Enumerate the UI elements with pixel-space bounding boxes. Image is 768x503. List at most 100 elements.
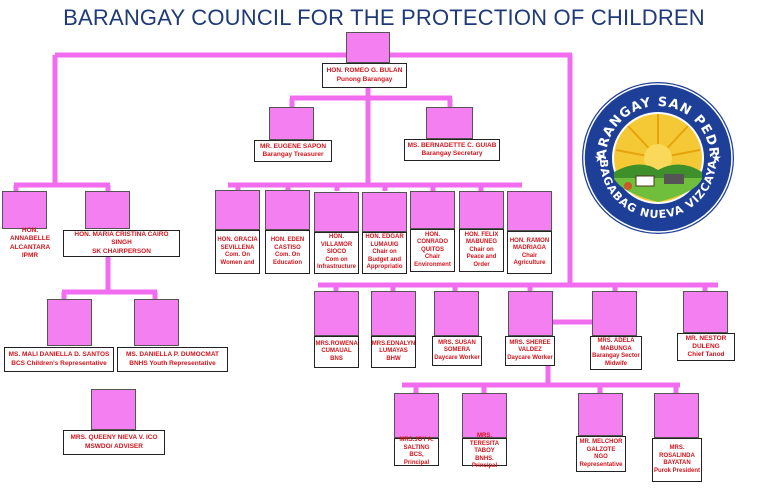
bcs-rep-role: BCS Children's Representative	[11, 359, 107, 367]
box-purok-president: MRS. ROSALINDA BAYATAN Purok President	[652, 438, 702, 482]
ngo-rep-role: NGO Representative	[579, 454, 623, 468]
box-bns: MRS.ROWENA CUMAUAL BNS	[314, 336, 359, 368]
photo-midwife	[592, 291, 637, 336]
kagawad-4-role: Chair on Budget and Appropriatio	[366, 249, 403, 271]
sk-chair-role: SK CHAIRPERSON	[92, 247, 151, 255]
photo-treasurer	[269, 107, 314, 140]
box-kagawad-4: HON. EDGAR LUMAUIG Chair on Budget and A…	[362, 232, 407, 274]
box-chair: HON. ROMEO G. BULAN Punong Barangay	[322, 63, 407, 88]
box-kagawad-7: HON. RAMON MADRIAGA Chair Agriculture	[507, 231, 552, 274]
photo-bhw	[371, 291, 416, 336]
box-ngo-rep: MR. MELCHOR GALZOTE NGO Representative	[576, 436, 626, 472]
bcs-rep-name: MS. MALI DANIELLA D. SANTOS	[8, 351, 110, 359]
bns-name: MRS.ROWENA CUMAUAL	[315, 340, 358, 355]
bnhs-principal-role: BNHS. Principal	[471, 455, 498, 470]
bhw-name: MRS.EDNALYN LUMAYAS	[371, 340, 416, 355]
photo-daycare-1	[434, 291, 479, 336]
photo-mswdo	[91, 389, 136, 430]
photo-kagawad-3	[314, 192, 359, 232]
box-kagawad-3: HON. VILLAMOR SIOCO Com on Infrastructur…	[314, 232, 359, 274]
bnhs-rep-role: BNHS Youth Representative	[129, 359, 216, 367]
barangay-seal-logo: BARANGAY SAN PEDRO BAGABAG NUEVA VIZCAYA…	[580, 80, 734, 234]
box-bhw: MRS.EDNALYN LUMAYAS BHW	[371, 336, 416, 368]
photo-bnhs-rep	[134, 299, 179, 346]
photo-chair	[346, 32, 390, 63]
midwife-name: MRS. ADELA MABUNGA	[597, 338, 635, 352]
bnhs-rep-name: MS. DANIELLA P. DUMOCMAT	[125, 351, 220, 359]
ipmr-role: IPMR	[21, 251, 39, 259]
mswdo-name: MRS. QUEENY NIEVA V. ICO	[70, 434, 158, 442]
bnhs-principal-name: MRS. TERESITA TABOY	[469, 433, 500, 455]
kagawad-5-role: Chair Environment	[414, 254, 451, 268]
bcs-principal-name: MRS.JOY A. SALTING	[399, 437, 434, 451]
bhw-role: BHW	[386, 355, 401, 362]
kagawad-2-name: HON. EDEN CASTISO	[270, 237, 305, 251]
kagawad-7-name: HON. RAMON MADRIAGA	[509, 237, 550, 252]
photo-ngo-rep	[578, 393, 623, 436]
box-bnhs-principal: MRS. TERESITA TABOY BNHS. Principal	[462, 433, 507, 469]
daycare-1-role: Daycare Worker	[434, 354, 480, 361]
photo-bns	[314, 291, 359, 336]
photo-kagawad-2	[265, 190, 310, 230]
chair-name: HON. ROMEO G. BULAN	[326, 67, 403, 75]
photo-sk-chair	[85, 191, 130, 229]
ipmr-name: HON. ANNABELLE ALCANTARA	[9, 227, 51, 251]
photo-bcs-rep	[47, 299, 92, 346]
photo-kagawad-6	[459, 191, 504, 229]
box-secretary: MS. BERNADETTE C. GUIAB Barangay Secreta…	[404, 139, 500, 161]
kagawad-6-role: Chair on Peace and Order	[466, 246, 497, 268]
star-icon-right: ★	[711, 151, 722, 165]
box-chief-tanod: MR. NESTOR DULENG Chief Tanod	[677, 333, 735, 361]
chief-tanod-name: MR. NESTOR DULENG	[685, 334, 727, 350]
kagawad-7-role: Chair Agriculture	[513, 252, 546, 267]
box-kagawad-1: HON. GRACIA SEVILLENA Com. On Women and	[215, 230, 260, 274]
box-kagawad-2: HON. EDEN CASTISO Com. On Education	[265, 230, 310, 274]
chair-role: Punong Barangay	[336, 75, 393, 83]
midwife-role: Barangay Sector Midwife	[592, 353, 640, 367]
photo-kagawad-1	[215, 190, 260, 230]
kagawad-3-role: Com on Infrastructure	[316, 256, 356, 271]
photo-kagawad-5	[410, 191, 455, 229]
chart-title: BARANGAY COUNCIL FOR THE PROTECTION OF C…	[63, 5, 705, 30]
box-treasurer: MR. EUGENE SAPON Barangay Treasurer	[254, 140, 332, 162]
box-kagawad-6: HON. FELIX MABUNEG Chair on Peace and Or…	[459, 229, 504, 272]
box-ipmr: HON. ANNABELLE ALCANTARA IPMR	[2, 227, 58, 259]
chief-tanod-role: Chief Tanod	[687, 351, 725, 359]
mswdo-role: MSWDO/ ADVISER	[85, 442, 143, 450]
sk-chair-name: HON. MARIA CRISTINA CAIRO SINGH	[74, 231, 169, 247]
photo-daycare-2	[508, 291, 553, 336]
box-daycare-2: MRS. SHEREE VALDEZ Daycare Worker	[505, 336, 555, 366]
photo-chief-tanod	[683, 291, 728, 333]
ngo-rep-name: MR. MELCHOR GALZOTE	[579, 439, 623, 453]
box-bcs-rep: MS. MALI DANIELLA D. SANTOS BCS Children…	[4, 347, 114, 372]
kagawad-4-name: HON. EDGAR LUMAUIG	[365, 234, 404, 248]
bcs-principal-role: BCS, Principal	[403, 452, 430, 466]
purok-president-name: MRS. ROSALINDA BAYATAN	[659, 445, 695, 466]
photo-secretary	[426, 107, 473, 139]
kagawad-5-name: HON. CONRADO QUITOS	[417, 231, 448, 253]
kagawad-6-name: HON. FELIX MABUNEG	[464, 231, 499, 246]
photo-kagawad-7	[507, 191, 552, 231]
purok-president-role: Purok President	[654, 467, 701, 474]
star-icon-left: ★	[594, 151, 605, 165]
treasurer-role: Barangay Treasurer	[262, 151, 324, 158]
kagawad-3-name: HON. VILLAMOR SIOCO	[320, 234, 353, 256]
kagawad-1-role: Com. On Women and	[220, 252, 255, 266]
kagawad-2-role: Com. On Education	[272, 252, 302, 266]
box-daycare-1: MRS. SUSAN SOMERA Daycare Worker	[432, 336, 482, 366]
box-midwife: MRS. ADELA MABUNGA Barangay Sector Midwi…	[590, 336, 642, 370]
photo-purok-president	[654, 393, 699, 438]
photo-kagawad-4	[362, 192, 407, 232]
box-kagawad-5: HON. CONRADO QUITOS Chair Environment	[410, 229, 455, 272]
photo-ipmr	[2, 191, 47, 229]
daycare-2-name: MRS. SHEREE VALDEZ	[509, 339, 551, 354]
box-bcs-principal: MRS.JOY A. SALTING BCS, Principal	[394, 437, 439, 466]
daycare-1-name: MRS. SUSAN SOMERA	[438, 339, 476, 354]
secretary-role: Barangay Secretary	[421, 150, 483, 157]
photo-bcs-principal	[394, 393, 439, 438]
bns-role: BNS	[330, 355, 343, 362]
kagawad-1-name: HON. GRACIA SEVILLENA	[217, 237, 258, 251]
box-bnhs-rep: MS. DANIELLA P. DUMOCMAT BNHS Youth Repr…	[117, 347, 228, 372]
daycare-2-role: Daycare Worker	[507, 354, 553, 361]
secretary-name: MS. BERNADETTE C. GUIAB	[407, 141, 497, 149]
